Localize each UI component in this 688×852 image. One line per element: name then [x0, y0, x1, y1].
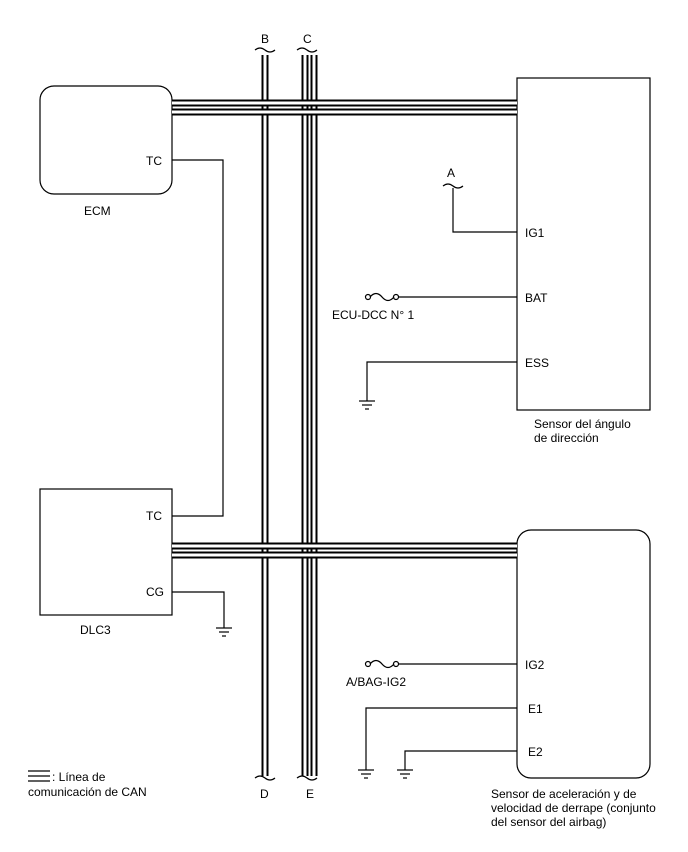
connector-break-marks: [254, 47, 464, 781]
steering-pin-ig1: IG1: [525, 226, 545, 240]
e1-wire: [365, 707, 517, 770]
dlc3-pin-tc: TC: [146, 509, 162, 523]
yaw-pin-e2: E2: [528, 745, 543, 759]
steering-angle-sensor-box: [516, 77, 651, 411]
fuse-icon: [364, 292, 400, 302]
can-bus: [172, 55, 517, 776]
connector-label-b: B: [261, 32, 269, 46]
dlc3-box: [39, 488, 173, 616]
ess-wire: [366, 361, 517, 401]
cg-wire: [172, 591, 225, 628]
steering-pin-ess: ESS: [525, 356, 549, 370]
dlc3-pin-cg: CG: [146, 585, 164, 599]
steering-sensor-label-line2: de dirección: [534, 431, 599, 445]
dlc3-label: DLC3: [80, 623, 111, 637]
tc-wire: [172, 159, 224, 517]
ground-symbol: [397, 769, 413, 779]
yaw-sensor-label-line1: Sensor de aceleración y de: [491, 787, 637, 801]
steering-sensor-label-line1: Sensor del ángulo: [534, 417, 631, 431]
legend-can-symbol: [28, 770, 50, 782]
connector-label-a: A: [447, 166, 455, 180]
ground-symbol: [359, 400, 375, 410]
connector-label-c: C: [303, 32, 312, 46]
steering-pin-bat: BAT: [525, 291, 548, 305]
ground-symbol: [216, 627, 232, 637]
yaw-pin-ig2: IG2: [525, 658, 545, 672]
ecm-label: ECM: [84, 204, 111, 218]
yaw-sensor-label-line2: velocidad de derrape (conjunto: [491, 801, 656, 815]
fuse-icon: [364, 659, 400, 669]
ecm-box: [39, 85, 173, 195]
legend-text-line1: : Línea de: [52, 770, 106, 784]
fuse-label-ecu-dcc: ECU-DCC N° 1: [332, 308, 414, 322]
ground-symbol: [358, 769, 374, 779]
connector-label-d: D: [260, 787, 269, 801]
yaw-rate-sensor-box: [516, 529, 651, 779]
yaw-sensor-label-line3: del sensor del airbag): [491, 815, 606, 829]
yaw-pin-e1: E1: [528, 702, 543, 716]
legend-text-line2: comunicación de CAN: [28, 785, 147, 799]
ig1-wire: [452, 188, 517, 233]
fuse-label-a-bag: A/BAG-IG2: [346, 675, 406, 689]
e2-wire: [404, 750, 517, 770]
connector-label-e: E: [306, 787, 314, 801]
ecm-pin-tc: TC: [146, 154, 162, 168]
